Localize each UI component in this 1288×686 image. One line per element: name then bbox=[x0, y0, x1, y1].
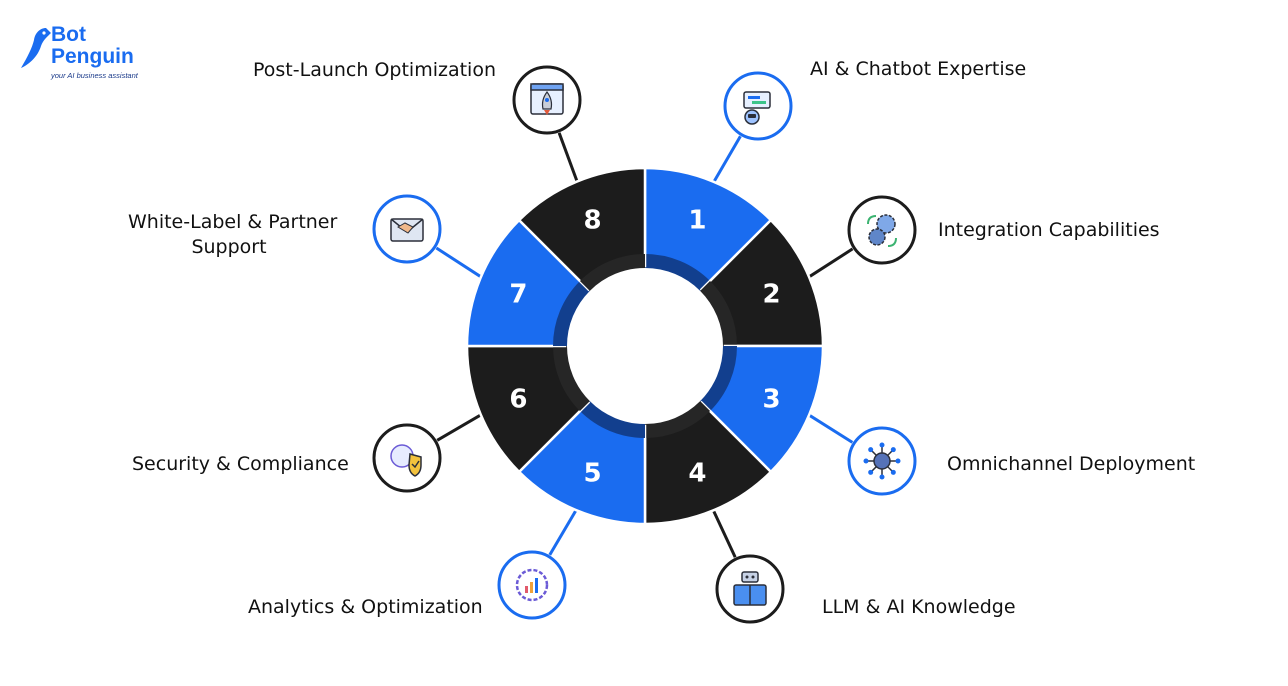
segment-icons bbox=[372, 65, 917, 624]
connector-6 bbox=[436, 410, 487, 442]
analytics-gear-icon bbox=[497, 550, 567, 620]
brand-name-line1: Bot bbox=[51, 23, 86, 46]
connector-8 bbox=[557, 132, 581, 188]
ring-inner-band-5 bbox=[579, 401, 645, 438]
ring-inner-band-8 bbox=[579, 254, 645, 291]
chatbot-robot-icon bbox=[723, 71, 793, 141]
connector-1 bbox=[709, 135, 742, 188]
segment-number-6: 6 bbox=[509, 384, 527, 414]
label-segment-7: White-Label & Partner Support bbox=[128, 210, 338, 260]
segment-number-2: 2 bbox=[763, 280, 781, 310]
ring-inner-band-2 bbox=[700, 280, 737, 346]
partner-handshake-icon bbox=[372, 194, 442, 264]
security-shield-icon bbox=[372, 423, 442, 493]
connector-4 bbox=[709, 504, 737, 558]
ring-inner-band-4 bbox=[645, 401, 711, 438]
center-hole bbox=[575, 276, 715, 416]
label-segment-8: Post-Launch Optimization bbox=[253, 59, 496, 81]
ring-inner-band-7 bbox=[553, 280, 590, 346]
connector-lines bbox=[435, 132, 854, 558]
connector-2 bbox=[803, 247, 854, 282]
segment-number-1: 1 bbox=[688, 205, 706, 235]
label-segment-4: LLM & AI Knowledge bbox=[822, 596, 1016, 618]
brand-name-line2: Penguin bbox=[51, 45, 134, 68]
label-segment-1: AI & Chatbot Expertise bbox=[810, 58, 1027, 80]
label-segment-2: Integration Capabilities bbox=[938, 219, 1160, 241]
label-segment-3: Omnichannel Deployment bbox=[947, 453, 1196, 475]
segment-ring bbox=[465, 166, 825, 526]
penguin-logo-icon bbox=[21, 28, 51, 68]
ring-inner-band-3 bbox=[700, 346, 737, 412]
connector-7 bbox=[435, 246, 487, 282]
segment-number-8: 8 bbox=[584, 205, 602, 235]
rocket-launch-icon bbox=[512, 65, 582, 135]
segment-number-7: 7 bbox=[509, 280, 527, 310]
segment-number-5: 5 bbox=[584, 459, 602, 489]
robot-book-icon bbox=[715, 554, 785, 624]
brand-tagline: your AI business assistant bbox=[51, 71, 138, 80]
label-segment-7-line1: White-Label & Partner bbox=[128, 211, 338, 233]
label-segment-7-line2: Support bbox=[191, 236, 267, 258]
connector-3 bbox=[803, 410, 854, 444]
ring-center bbox=[575, 276, 715, 416]
brand-logo: Bot Penguin your AI business assistant bbox=[18, 22, 158, 84]
ring-inner-band-1 bbox=[645, 254, 711, 291]
segment-numbers: 1 2 3 4 5 6 7 8 bbox=[509, 205, 780, 488]
segment-number-3: 3 bbox=[763, 384, 781, 414]
label-segment-5: Analytics & Optimization bbox=[248, 596, 483, 618]
label-segment-6: Security & Compliance bbox=[132, 453, 349, 475]
network-hub-icon bbox=[847, 426, 917, 496]
ring-inner-band-6 bbox=[553, 346, 590, 412]
connector-5 bbox=[548, 504, 581, 556]
integration-gears-icon bbox=[847, 195, 917, 265]
segment-number-4: 4 bbox=[688, 459, 706, 489]
